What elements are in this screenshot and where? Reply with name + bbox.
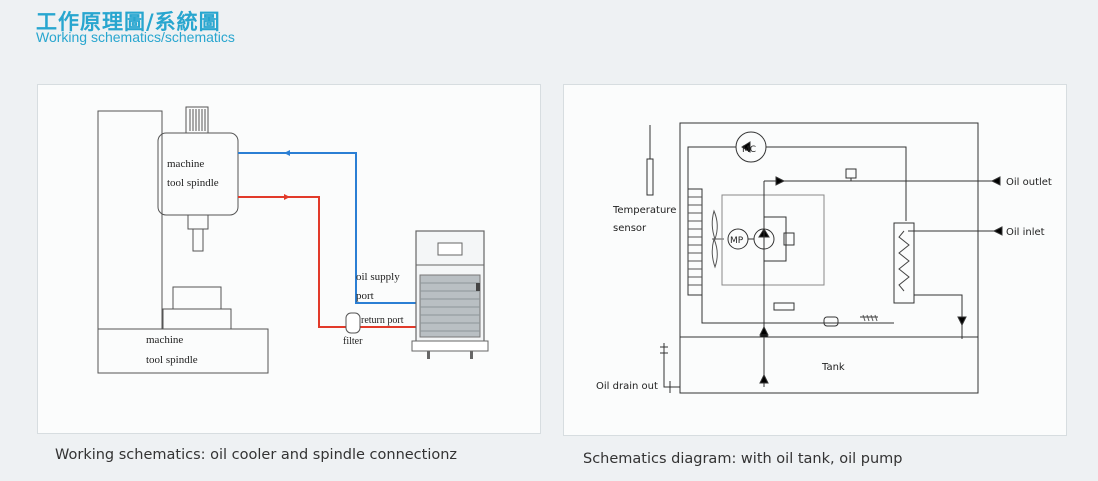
oil-drain-label: Oil drain out bbox=[596, 381, 658, 392]
bypass-valve bbox=[773, 302, 795, 311]
mc-label: MC bbox=[742, 145, 756, 155]
oil-supply-line bbox=[238, 152, 416, 304]
worktable bbox=[162, 308, 232, 330]
heat-exchanger bbox=[893, 222, 915, 304]
oil-return-line bbox=[238, 196, 346, 328]
cooler-frame bbox=[679, 122, 979, 394]
left-caption: Working schematics: oil cooler and spind… bbox=[55, 447, 458, 463]
oil-outlet-label: Oil outlet bbox=[1006, 177, 1052, 188]
upper-spindle-label-line1: machine bbox=[167, 158, 204, 170]
filter-icon bbox=[345, 312, 361, 334]
schematics-panel: MC MP Temperature sensor Oil outlet Oil … bbox=[563, 84, 1067, 436]
filter-label: filter bbox=[343, 336, 363, 347]
spindle-tool bbox=[192, 228, 204, 252]
refrigerant-loop bbox=[687, 146, 736, 189]
oil-cooler-unit bbox=[411, 230, 489, 359]
machine-column bbox=[97, 110, 163, 330]
system-schematic-diagram: MC MP Temperature sensor Oil outlet Oil … bbox=[596, 122, 1052, 394]
lower-spindle-label-line2: tool spindle bbox=[146, 354, 198, 366]
spindle-motor bbox=[185, 106, 209, 134]
upper-spindle-label-line2: tool spindle bbox=[167, 177, 219, 189]
working-schematic-diagram: machine tool spindle machine tool spindl… bbox=[97, 106, 489, 374]
workpiece bbox=[172, 286, 222, 310]
lower-spindle-label-line1: machine bbox=[146, 334, 183, 346]
temperature-sensor-label-line1: Temperature bbox=[612, 205, 676, 216]
temperature-sensor-label-line2: sensor bbox=[613, 223, 647, 234]
right-caption: Schematics diagram: with oil tank, oil p… bbox=[583, 451, 903, 467]
relief-valve bbox=[783, 232, 795, 246]
cooler-grille bbox=[419, 274, 481, 338]
spindle-head bbox=[157, 132, 239, 216]
evaporator-coil bbox=[687, 188, 703, 296]
page-title-english: Working schematics/schematics bbox=[36, 29, 235, 45]
oil-inlet-label: Oil inlet bbox=[1006, 227, 1045, 238]
supply-flow-arrow bbox=[284, 150, 290, 156]
motor-fins bbox=[189, 109, 206, 131]
compressor-mc-icon bbox=[735, 131, 767, 163]
page-title-chinese: 工作原理圖/系統圖 bbox=[36, 10, 221, 34]
return-flow-arrow bbox=[284, 194, 290, 200]
cooler-display bbox=[437, 242, 463, 256]
oil-supply-label-line1: oil supply bbox=[356, 271, 400, 283]
tank-label: Tank bbox=[821, 362, 845, 373]
strainer bbox=[823, 316, 839, 327]
drain-pipe bbox=[663, 343, 680, 388]
return-port-label: return port bbox=[361, 315, 404, 326]
temperature-sensor bbox=[646, 158, 654, 196]
labels: machine tool spindle machine tool spindl… bbox=[146, 158, 404, 366]
spindle-nose bbox=[187, 214, 209, 230]
pump-enclosure bbox=[721, 194, 825, 286]
working-schematic-panel: machine tool spindle machine tool spindl… bbox=[37, 84, 541, 434]
mp-label: MP bbox=[730, 236, 744, 246]
oil-supply-label-line2: port bbox=[356, 290, 374, 302]
